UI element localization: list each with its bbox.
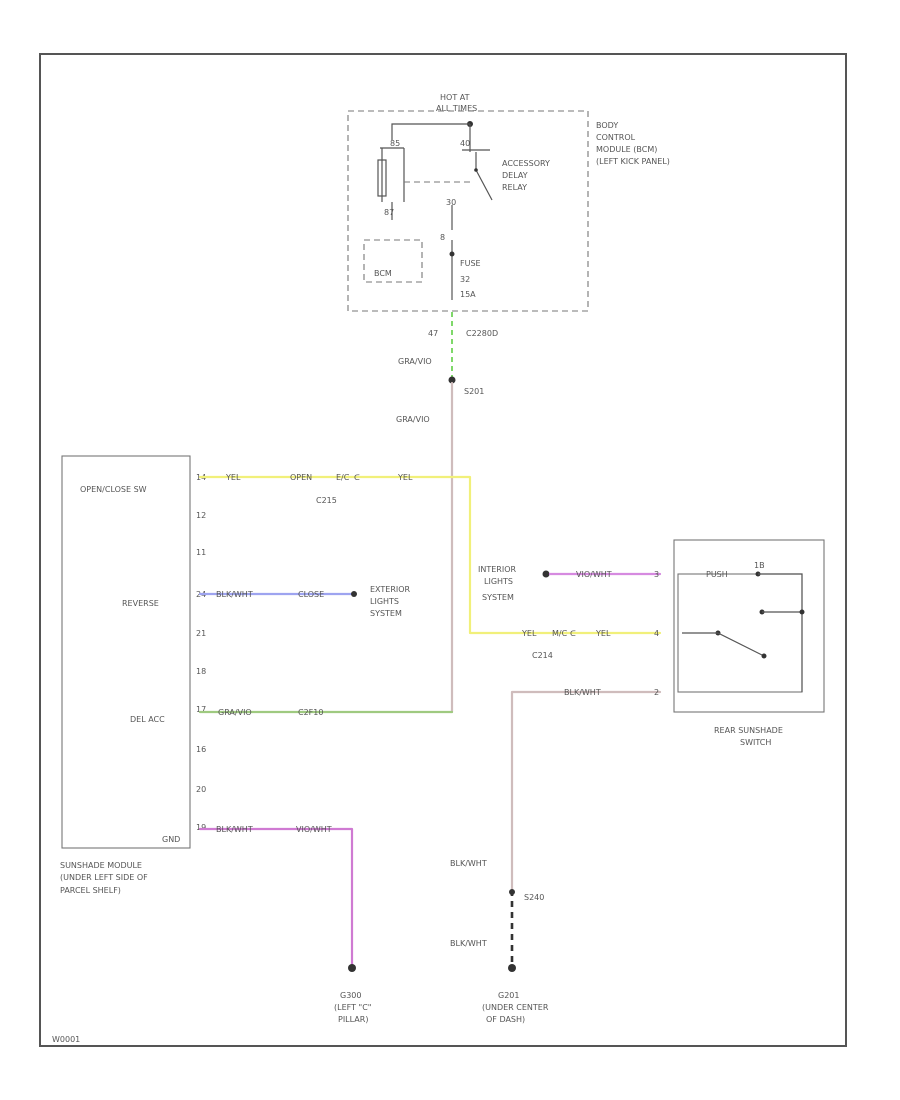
pin-21-num: 21 xyxy=(196,629,206,638)
pin-24-label: REVERSE xyxy=(122,599,159,608)
vio-gnd: VIO/WHT xyxy=(296,825,332,834)
interior-2: SYSTEM xyxy=(482,593,514,602)
svg-text:ᑕ: ᑕ xyxy=(354,473,360,482)
c214-pin: M/C xyxy=(552,629,568,638)
switch-ground-wire xyxy=(510,690,662,892)
module-name-2: PARCEL SHELF) xyxy=(60,886,121,895)
blk-gnd: BLK/WHT xyxy=(216,825,253,834)
bcm-section: HOT AT ALL TIMES BODY CONTROL MODULE (BC… xyxy=(347,93,670,312)
fuse-label-0: FUSE xyxy=(460,259,481,268)
pin-16-num: 16 xyxy=(196,745,206,754)
diagram-frame xyxy=(39,53,847,1047)
switch-pin-top: 3 xyxy=(654,570,659,579)
fuse-dot xyxy=(449,251,455,257)
pin-19-label: GND xyxy=(162,835,180,844)
s240-label: S240 xyxy=(524,893,544,902)
pin-19-num: 19 xyxy=(196,823,206,832)
splice-s201 xyxy=(448,376,456,384)
pin-18-num: 18 xyxy=(196,667,206,676)
yel-3: YEL xyxy=(521,629,537,638)
pin-85: 85 xyxy=(390,139,400,148)
sunshade-module-box xyxy=(61,455,191,849)
relay-label-1: DELAY xyxy=(502,171,528,180)
rear-switch-outer xyxy=(673,539,825,713)
g300-1: (LEFT "C" xyxy=(334,1003,371,1012)
yellow-wire xyxy=(198,475,662,635)
close-ext: CLOSE xyxy=(298,590,324,599)
gra-vio-del: GRA/VIO xyxy=(218,708,252,717)
hot-label-2: ALL TIMES xyxy=(436,104,477,113)
exterior-0: EXTERIOR xyxy=(370,585,411,594)
c2-label: C2F10 xyxy=(298,708,323,717)
g201-0: G201 xyxy=(498,991,519,1000)
g201-1: (UNDER CENTER xyxy=(482,1003,549,1012)
exterior-1: LIGHTS xyxy=(370,597,399,606)
bcm-label-1: CONTROL xyxy=(596,133,636,142)
pink-wire-label: VIO/WHT xyxy=(576,570,612,579)
bcm-label-0: BODY xyxy=(596,121,618,130)
switch-pin-mid: 4 xyxy=(654,629,659,638)
c2280-label: C2280D xyxy=(466,329,498,338)
s201-label: S201 xyxy=(464,387,484,396)
pin-17-label: DEL ACC xyxy=(130,715,165,724)
pin-20-num: 20 xyxy=(196,785,206,794)
switch-top-label: PUSH xyxy=(706,570,728,579)
gra-vio-top: GRA/VIO xyxy=(398,357,432,366)
yel-4: YEL xyxy=(595,629,611,638)
svg-text:8: 8 xyxy=(440,233,445,242)
switch-pin-bot: 2 xyxy=(654,688,659,697)
interior-0: INTERIOR xyxy=(478,565,517,574)
blk-s240-bot: BLK/WHT xyxy=(450,939,487,948)
relay-label-2: RELAY xyxy=(502,183,527,192)
pin-14-label: OPEN/CLOSE SW xyxy=(80,485,147,494)
module-name-0: SUNSHADE MODULE xyxy=(60,861,142,870)
fuse-label-1: 32 xyxy=(460,275,470,284)
fuse-label-2: 15A xyxy=(460,290,476,299)
bcm-label-2: MODULE (BCM) xyxy=(596,145,657,154)
pin-30: 30 xyxy=(446,198,456,207)
gra-vio-mid: GRA/VIO xyxy=(396,415,430,424)
g300-2: PILLAR) xyxy=(338,1015,368,1024)
pin-40: 40 xyxy=(460,139,470,148)
exterior-2: SYSTEM xyxy=(370,609,402,618)
blk-sw: BLK/WHT xyxy=(564,688,601,697)
g300-0: G300 xyxy=(340,991,361,1000)
c214-label: C214 xyxy=(532,651,553,660)
yel-1: YEL xyxy=(225,473,241,482)
pin-11-num: 11 xyxy=(196,548,206,557)
bcm-internal-box xyxy=(363,239,423,283)
blk-s240-top: BLK/WHT xyxy=(450,859,487,868)
splice-s240 xyxy=(509,889,515,895)
footer-code: W0001 xyxy=(52,1035,80,1044)
switch-top-pin-right: 1B xyxy=(754,561,765,570)
relay-label-0: ACCESSORY xyxy=(502,159,550,168)
ground-g300-dot xyxy=(348,964,356,972)
module-pins: 14 OPEN/CLOSE SW 12 11 24 REVERSE 21 18 … xyxy=(80,473,206,844)
exterior-arrow-dot xyxy=(351,591,357,597)
yel-2: YEL xyxy=(397,473,413,482)
c2280-pin: 47 xyxy=(428,329,438,338)
bcm-internal-label: BCM xyxy=(374,269,392,278)
pin-17-num: 17 xyxy=(196,705,206,714)
ground-g201-dot xyxy=(508,964,516,972)
c215-pin: E/C xyxy=(336,473,350,482)
interior-1: LIGHTS xyxy=(484,577,513,586)
switch-name-0: REAR SUNSHADE xyxy=(714,726,783,735)
svg-text:ᑕ: ᑕ xyxy=(570,629,576,638)
interior-arrow-dot xyxy=(542,570,550,578)
pin-87: 87 xyxy=(384,208,394,217)
bcm-label-3: (LEFT KICK PANEL) xyxy=(596,157,670,166)
c215-label: C215 xyxy=(316,496,337,505)
relay-coil xyxy=(377,159,387,197)
switch-name-1: SWITCH xyxy=(740,738,771,747)
module-name-1: (UNDER LEFT SIDE OF xyxy=(60,873,148,882)
blk-wht-ext: BLK/WHT xyxy=(216,590,253,599)
bcm-dashed-box xyxy=(347,110,589,312)
g201-2: OF DASH) xyxy=(486,1015,525,1024)
hot-label-1: HOT AT xyxy=(440,93,470,102)
pin-12-num: 12 xyxy=(196,511,206,520)
open-ye: OPEN xyxy=(290,473,312,482)
purple-ground-wire xyxy=(198,827,354,968)
